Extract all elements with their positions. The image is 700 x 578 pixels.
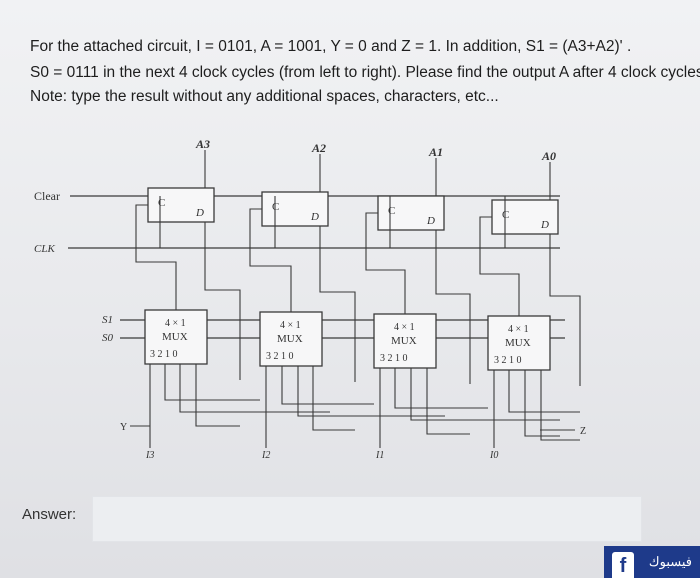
mux-inputs-label: 3 2 1 0 [494, 355, 522, 366]
mux-1 [373, 313, 437, 369]
ff-c-label: C [272, 201, 279, 213]
flipflop-a2 [261, 191, 329, 227]
mux-2 [259, 311, 323, 367]
ff-c-label: C [502, 209, 509, 221]
label-a3: A3 [195, 137, 210, 151]
question-note: Note: type the result without any additi… [30, 88, 499, 105]
mux-inputs-label: 3 2 1 0 [266, 351, 294, 362]
label-s1: S1 [102, 314, 113, 326]
facebook-icon: f [612, 552, 634, 578]
mux-size-label: 4 × 1 [394, 322, 415, 333]
flipflops [147, 187, 559, 235]
label-s0: S0 [102, 332, 114, 344]
label-clear: Clear [34, 189, 60, 203]
mux-size-label: 4 × 1 [165, 318, 186, 329]
flipflop-a1 [377, 195, 445, 231]
mux-label: MUX [162, 331, 188, 343]
watermark-text: فيسبوك [648, 554, 692, 569]
label-a2: A2 [311, 141, 326, 155]
ff-d-label: D [195, 207, 204, 219]
label-y: Y [120, 422, 127, 433]
circuit-diagram: A3 A2 A1 A0 Clear CLK S1 S0 Y Z I3 I2 I1… [34, 137, 586, 461]
mux-inputs-label: 3 2 1 0 [380, 353, 408, 364]
label-a0: A0 [541, 149, 556, 163]
label-i3: I3 [145, 450, 154, 461]
label-z: Z [580, 426, 586, 437]
label-i0: I0 [489, 450, 498, 461]
mux-label: MUX [505, 337, 531, 349]
mux-size-label: 4 × 1 [280, 320, 301, 331]
label-i1: I1 [375, 450, 384, 461]
mux-0 [487, 315, 551, 371]
mux-inputs-label: 3 2 1 0 [150, 349, 178, 360]
mux-label: MUX [391, 335, 417, 347]
label-clk: CLK [34, 243, 55, 255]
ff-d-label: D [540, 219, 549, 231]
label-a1: A1 [428, 145, 443, 159]
multiplexers [144, 309, 551, 371]
mux-3 [144, 309, 208, 365]
answer-input[interactable] [92, 496, 642, 542]
ff-d-label: D [310, 211, 319, 223]
flipflop-a3 [147, 187, 215, 223]
ff-c-label: C [388, 205, 395, 217]
mux-label: MUX [277, 333, 303, 345]
ff-d-label: D [426, 215, 435, 227]
answer-label: Answer: [22, 506, 77, 523]
ff-c-label: C [158, 197, 165, 209]
question-line-1: For the attached circuit, I = 0101, A = … [30, 38, 632, 55]
label-i2: I2 [261, 450, 270, 461]
mux-size-label: 4 × 1 [508, 324, 529, 335]
question-line-2: S0 = 0111 in the next 4 clock cycles (fr… [30, 64, 700, 81]
